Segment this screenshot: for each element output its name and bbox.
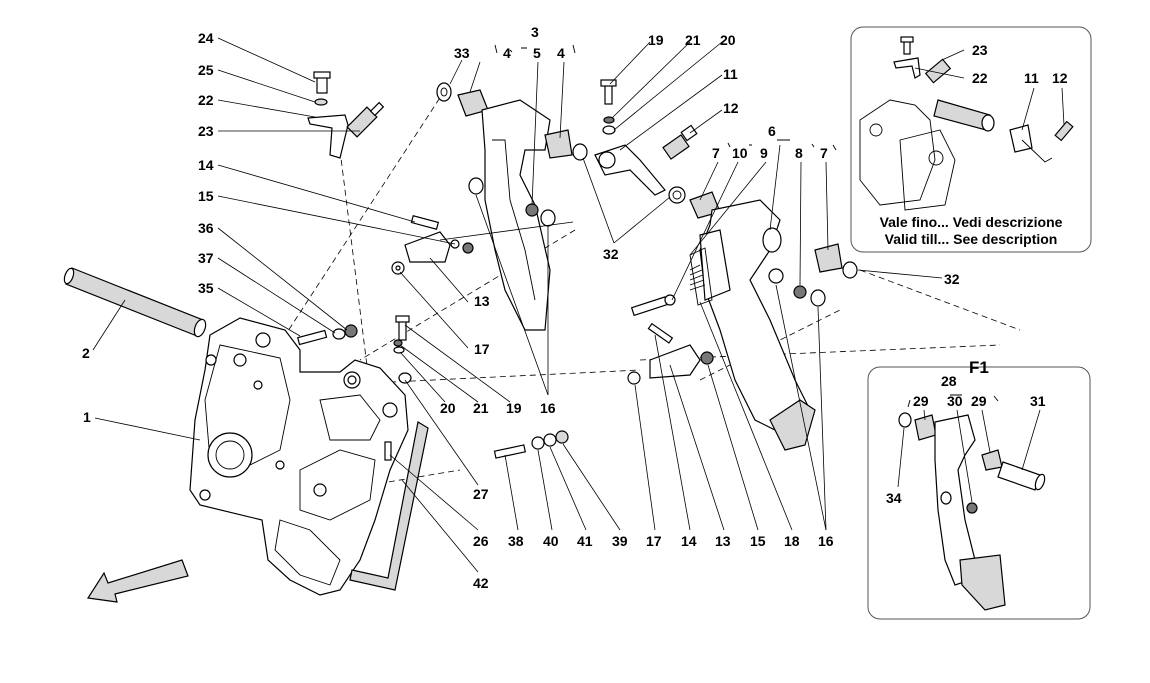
f1-callout-29-right: 29: [971, 393, 987, 409]
small-fasteners-left: [296, 215, 474, 346]
callout-24: 24: [198, 30, 214, 46]
callout-37: 37: [198, 250, 214, 266]
callout-21-top: 21: [685, 32, 701, 48]
inset-callout-23: 23: [972, 42, 988, 58]
callout-5: 5: [533, 45, 541, 61]
callout-4-left: 4: [503, 45, 511, 61]
callout-17-right: 17: [646, 533, 662, 549]
callout-36: 36: [198, 220, 214, 236]
callout-11: 11: [723, 66, 738, 82]
callout-16-right: 16: [818, 533, 834, 549]
callout-16-left: 16: [540, 400, 556, 416]
fasteners-mid: [384, 315, 412, 461]
callout-18: 18: [784, 533, 800, 549]
callout-12: 12: [723, 100, 739, 116]
callout-19-mid: 19: [506, 400, 522, 416]
stud-and-nuts: [493, 430, 569, 459]
callout-20-mid: 20: [440, 400, 456, 416]
pivot-shaft: [63, 267, 207, 338]
inset-note-english: Valid till... See description: [885, 231, 1058, 247]
callout-26: 26: [473, 533, 489, 549]
clutch-pedal: [436, 82, 588, 331]
f1-variant-label: F1: [969, 358, 989, 377]
callout-15-right: 15: [750, 533, 766, 549]
callout-13-right: 13: [715, 533, 731, 549]
callout-40: 40: [543, 533, 559, 549]
callout-42: 42: [473, 575, 489, 591]
pedal-box-bracket: [189, 317, 409, 596]
callout-39: 39: [612, 533, 628, 549]
inset-callout-11: 11: [1024, 70, 1039, 86]
callout-14: 14: [198, 157, 214, 173]
direction-arrow: [86, 559, 189, 603]
lever-and-sensor: [594, 79, 698, 204]
brake-light-switch-assembly: [307, 71, 385, 159]
callout-1: 1: [83, 409, 91, 425]
callout-8: 8: [795, 145, 803, 161]
inset-f1-version: F1 28 29 30 29 31 34: [867, 358, 1091, 620]
callout-10: 10: [732, 145, 748, 161]
callout-23: 23: [198, 123, 214, 139]
callout-33: 33: [454, 45, 470, 61]
inset-callout-22: 22: [972, 70, 988, 86]
callout-13-left: 13: [474, 293, 490, 309]
callout-27: 27: [473, 486, 489, 502]
inset-callout-12: 12: [1052, 70, 1068, 86]
callouts: 24 25 22 23 14 15 36 37 35 2 1 33 4 3 5 …: [82, 24, 960, 591]
inset-note-italian: Vale fino... Vedi descrizione: [880, 214, 1063, 230]
callout-41: 41: [577, 533, 593, 549]
f1-callout-31: 31: [1030, 393, 1046, 409]
callout-15: 15: [198, 188, 214, 204]
callout-9: 9: [760, 145, 768, 161]
gasket: [349, 421, 429, 591]
callout-7-right: 7: [820, 145, 828, 161]
callout-20-top: 20: [720, 32, 736, 48]
callout-32-right: 32: [944, 271, 960, 287]
f1-callout-28: 28: [941, 373, 957, 389]
callout-21-mid: 21: [473, 400, 489, 416]
callout-2: 2: [82, 345, 90, 361]
f1-callout-30: 30: [947, 393, 963, 409]
callout-32-left: 32: [603, 246, 619, 262]
callout-6: 6: [768, 123, 776, 139]
callout-17-left: 17: [474, 341, 490, 357]
callout-25: 25: [198, 62, 214, 78]
f1-callout-29-left: 29: [913, 393, 929, 409]
callout-3: 3: [531, 24, 539, 40]
callout-35: 35: [198, 280, 214, 296]
callout-4-right: 4: [557, 45, 565, 61]
brake-pedal: [627, 191, 858, 451]
callout-22: 22: [198, 92, 214, 108]
callout-7-left: 7: [712, 145, 720, 161]
inset-earlier-version: 23 22 11 12 Vale fino... Vedi descrizion…: [850, 26, 1092, 253]
f1-callout-34: 34: [886, 490, 902, 506]
callout-14-right: 14: [681, 533, 697, 549]
callout-38: 38: [508, 533, 524, 549]
callout-19-top: 19: [648, 32, 664, 48]
